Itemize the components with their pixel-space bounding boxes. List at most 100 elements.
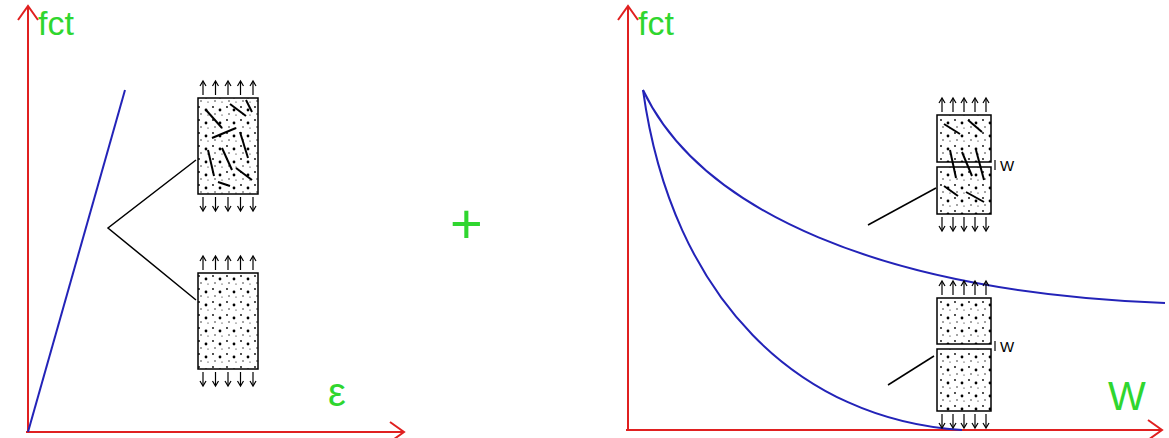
load-arrow [963,282,964,295]
load-arrow [952,99,953,112]
load-arrow [252,372,253,385]
fibres [206,100,252,186]
load-arrow [238,256,244,261]
load-arrow [974,217,975,230]
load-arrow [985,282,986,295]
load-arrow [227,82,228,95]
load-arrow [240,257,241,270]
load-arrow [985,99,986,112]
load-arrow [240,82,241,95]
load-arrow [213,381,219,386]
elastic-line [28,90,125,432]
load-arrow [939,281,945,286]
load-arrow [252,197,253,210]
load-arrow [950,226,956,231]
load-arrow [983,423,989,428]
leader-lines [868,188,936,385]
load-arrow [941,99,942,112]
load-arrow [983,226,989,231]
load-arrow [225,256,231,261]
load-arrow [215,257,216,270]
load-arrow [941,282,942,295]
load-arrow [225,381,231,386]
load-arrow [215,197,216,210]
axis-label: W [1108,376,1146,416]
load-arrow [941,414,942,427]
load-arrow [961,98,967,103]
load-arrow [961,281,967,286]
load-arrow [200,206,206,211]
axes [18,6,404,438]
load-arrow [974,282,975,295]
load-arrow [238,206,244,211]
load-arrow [225,206,231,211]
load-arrow [963,414,964,427]
plain-specimen [198,273,258,369]
load-arrow [250,381,256,386]
load-arrow [963,99,964,112]
fibres [944,120,984,202]
load-arrow [250,81,256,86]
load-arrow [213,206,219,211]
load-arrow [202,257,203,270]
load-arrow [961,226,967,231]
load-arrows [200,81,989,428]
load-arrow [227,197,228,210]
load-arrow [225,81,231,86]
load-arrow [974,99,975,112]
axis-label: fct [638,6,674,40]
load-arrow [972,226,978,231]
load-arrow [238,81,244,86]
plus-sign: + [450,196,483,252]
load-arrow [240,372,241,385]
load-arrow [250,206,256,211]
load-arrow [972,423,978,428]
load-arrow [240,197,241,210]
fibre-specimen [937,115,991,214]
leader-lines [108,160,196,300]
load-arrow [983,281,989,286]
load-arrow [213,256,219,261]
crack-width-label: W [1000,158,1014,173]
load-arrow [202,197,203,210]
load-arrow [952,414,953,427]
load-arrow [983,98,989,103]
load-arrow [974,414,975,427]
load-arrow [950,98,956,103]
load-arrow [227,372,228,385]
crack-width-label: W [1000,339,1014,354]
load-arrow [985,217,986,230]
load-arrow [200,381,206,386]
load-arrow [939,226,945,231]
load-arrow [950,423,956,428]
load-arrow [952,217,953,230]
load-arrow [202,372,203,385]
load-arrow [252,257,253,270]
axis-label: fct [38,6,74,40]
load-arrow [250,256,256,261]
axes [618,6,1162,438]
load-arrow [200,81,206,86]
load-arrow [200,256,206,261]
load-arrow [213,81,219,86]
load-arrow [252,82,253,95]
load-arrow [227,257,228,270]
load-arrow [972,98,978,103]
load-arrow [963,217,964,230]
load-arrow [215,82,216,95]
fibre-specimen [198,98,258,194]
load-arrow [961,423,967,428]
load-arrow [215,372,216,385]
load-arrow [985,414,986,427]
load-arrow [939,423,945,428]
plain-specimen [937,298,991,411]
load-arrow [950,281,956,286]
load-arrow [939,98,945,103]
axis-label: ε [328,372,346,412]
crack-width-marks [994,160,995,351]
load-arrow [972,281,978,286]
softening-curves [643,90,1165,430]
load-arrow [238,381,244,386]
load-arrow [202,82,203,95]
